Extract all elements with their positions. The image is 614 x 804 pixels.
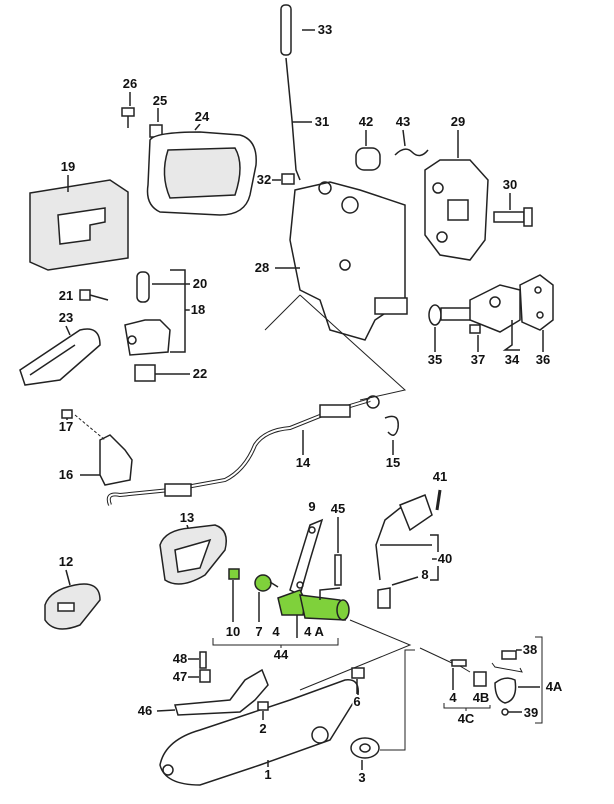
part-4-key-blank (419, 647, 471, 690)
callout-34: 34 (503, 352, 521, 367)
part-28-lock-mechanism (275, 181, 408, 341)
callout-23: 23 (57, 310, 75, 325)
callout-35: 35 (426, 352, 444, 367)
callout-7: 7 (254, 624, 264, 639)
callout-40: 40 (436, 551, 454, 566)
callout-16: 16 (57, 467, 75, 482)
callout-13: 13 (178, 510, 196, 525)
part-16-bracket (80, 434, 133, 486)
part-6-screw (351, 667, 365, 694)
callout-29: 29 (449, 114, 467, 129)
part-23-inner-handle (19, 325, 101, 386)
callout-8: 8 (420, 567, 430, 582)
part-24-inner-handle-bezel (146, 123, 257, 216)
callout-3: 3 (357, 770, 367, 785)
callout-30: 30 (501, 177, 519, 192)
part-32-clip (272, 173, 295, 185)
part-22-clip (134, 364, 190, 382)
part-4-lock-cylinder-highlight (277, 587, 350, 638)
part-15-clip (384, 415, 399, 436)
callout-32: 32 (255, 172, 273, 187)
callout-26: 26 (121, 76, 139, 91)
part-18-bracket (124, 319, 171, 356)
part-21-screw (79, 289, 109, 301)
part-4a-housing (494, 677, 540, 704)
callout-37: 37 (469, 352, 487, 367)
callout-25: 25 (151, 93, 169, 108)
part-43-clip (394, 148, 429, 157)
callout-4b: 4B (471, 690, 491, 705)
callout-2: 2 (258, 721, 268, 736)
callout-17: 17 (57, 419, 75, 434)
callout-28: 28 (253, 260, 271, 275)
part-39-washer (501, 708, 522, 716)
part-45-pin (334, 517, 342, 586)
part-34-plate (469, 284, 521, 351)
callout-4c: 4C (456, 711, 476, 726)
callout-12: 12 (57, 554, 75, 569)
callout-10: 10 (224, 624, 242, 639)
part-3-grommet (350, 737, 380, 770)
callout-20: 20 (191, 276, 209, 291)
part-47-spring (188, 669, 211, 683)
callout-47: 47 (171, 669, 189, 684)
part-29-latch-housing (424, 130, 489, 261)
callout-4-right: 4 (448, 690, 458, 705)
callout-22: 22 (191, 366, 209, 381)
part-36-striker (519, 274, 554, 352)
part-30-screw (493, 193, 533, 227)
part-42-grommet (355, 130, 381, 171)
part-26-screw (121, 92, 135, 128)
part-31-lock-rod (285, 57, 301, 181)
callout-44: 44 (272, 647, 290, 662)
callout-6: 6 (352, 694, 362, 709)
callout-1: 1 (263, 767, 273, 782)
callout-46: 46 (136, 703, 154, 718)
callout-19: 19 (59, 159, 77, 174)
part-4b-cover (473, 671, 487, 687)
callout-39: 39 (522, 705, 540, 720)
callout-24: 24 (193, 109, 211, 124)
callout-31: 31 (313, 114, 331, 129)
part-10-screw-highlight (228, 568, 240, 622)
callout-21: 21 (57, 288, 75, 303)
callout-33: 33 (316, 22, 334, 37)
callout-9: 9 (307, 499, 317, 514)
callout-41: 41 (431, 469, 449, 484)
part-19-foam-pad (29, 175, 129, 271)
callout-4a-right: 4A (544, 679, 564, 694)
callout-48: 48 (171, 651, 189, 666)
part-7-spring-highlight (254, 574, 279, 622)
callout-4: 4 (271, 624, 281, 639)
part-41-pin (435, 489, 442, 511)
part-2-screw (257, 701, 269, 720)
part-14-cable (106, 395, 380, 506)
part-33-rod-knob (280, 4, 292, 56)
callout-18: 18 (189, 302, 207, 317)
part-12-gasket (44, 569, 101, 630)
callout-4a: 4 A (303, 624, 325, 639)
callout-36: 36 (534, 352, 552, 367)
part-13-outer-gasket (159, 524, 227, 585)
part-35-screw (428, 304, 472, 352)
callout-42: 42 (357, 114, 375, 129)
part-17-screw (61, 409, 106, 441)
callout-45: 45 (329, 501, 347, 516)
callout-38: 38 (521, 642, 539, 657)
part-46-lever (156, 668, 269, 716)
part-48-pin (188, 651, 207, 669)
part-20-pin (136, 271, 150, 303)
part-38-screw (491, 649, 523, 673)
part-8-clip (377, 576, 419, 609)
callout-43: 43 (394, 114, 412, 129)
callout-14: 14 (294, 455, 312, 470)
part-9-lever (289, 518, 324, 597)
callout-15: 15 (384, 455, 402, 470)
part-37-screw (469, 324, 481, 352)
